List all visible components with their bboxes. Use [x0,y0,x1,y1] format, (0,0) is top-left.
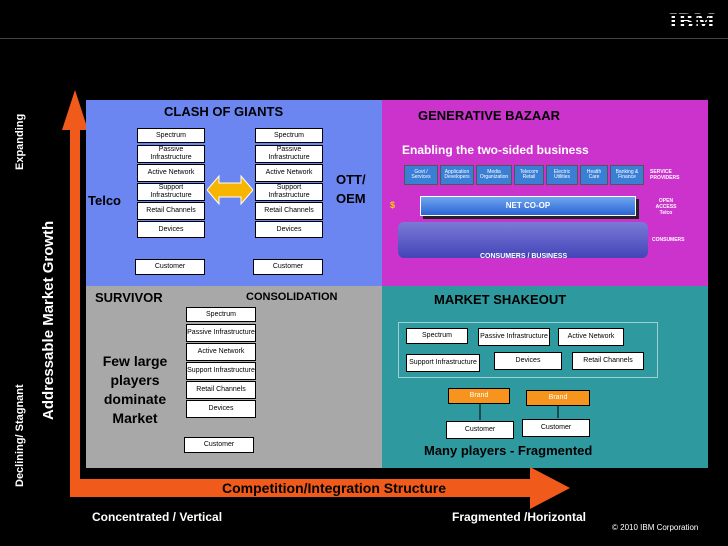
y-axis-title: Addressable Market Growth [40,220,57,420]
open-access-label: OPEN ACCESS Telco [655,198,677,216]
service-providers-label: SERVICE PROVIDERS [650,169,680,181]
x-axis-title: Competition/Integration Structure [222,480,446,496]
clash-right-customer: Customer [253,259,323,275]
shakeout-footer: Many players - Fragmented [424,443,593,458]
header-line [0,38,728,39]
provider-banking: Banking & Finance [610,165,644,185]
brand-customer-arrows [479,404,559,420]
y-axis-bottom-label: Declining/ Stagnant [14,384,26,487]
y-axis-top-label: Expanding [14,113,26,170]
vertical-arrow [62,90,88,490]
clash-right-passive: Passive Infrastructure [255,145,323,163]
survivor-passive: Passive Infrastructure [186,324,256,342]
survivor-customer: Customer [184,437,254,453]
consumers-right-label: CONSUMERS [652,237,685,243]
clash-double-arrow-icon [207,174,253,206]
dollar-sign: $ [390,200,396,210]
netcoop-label: NET CO-OP [505,201,551,210]
provider-telecom-retail: Telecom Retail [514,165,544,185]
provider-govt: Govt / Services [404,165,438,185]
shakeout-title: MARKET SHAKEOUT [434,292,567,307]
survivor-spectrum: Spectrum [186,307,256,322]
horizontal-arrow [70,467,570,509]
survivor-title: SURVIVOR [95,290,163,305]
shakeout-spectrum: Spectrum [406,328,468,344]
netcoop-bar [420,196,636,216]
survivor-support: Support Infrastructure [186,362,256,380]
consolidation-label: CONSOLIDATION [246,291,338,303]
clash-left-support: Support Infrastructure [137,183,205,201]
clash-left-retail: Retail Channels [137,202,205,220]
x-axis-right-label: Fragmented /Horizontal [452,510,587,524]
ibm-logo: IBM [669,8,716,33]
shakeout-support: Support Infrastructure [406,354,480,372]
shakeout-container [398,322,658,378]
telco-label: Telco [88,193,121,208]
survivor-text: Few large players dominate Market [102,353,168,426]
provider-electric: Electric Utilities [546,165,578,185]
bazaar-subtitle: Enabling the two-sided business [402,143,589,157]
clash-right-retail: Retail Channels [255,202,323,220]
copyright: © 2010 IBM Corporation [612,523,699,532]
clash-right-spectrum: Spectrum [255,128,323,143]
survivor-retail: Retail Channels [186,381,256,399]
consumers-business-label: CONSUMERS / BUSINESS [480,253,568,260]
shakeout-devices: Devices [494,352,562,370]
clash-left-active: Active Network [137,164,205,182]
x-axis-left-label: Concentrated / Vertical [92,510,223,524]
provider-app-dev: Application Developers [440,165,474,185]
ott-oem-label: OTT/ OEM [336,172,366,206]
provider-health: Health Care [580,165,608,185]
survivor-active: Active Network [186,343,256,361]
shakeout-brand-2: Brand [526,390,590,406]
clash-title: CLASH OF GIANTS [164,104,284,119]
shakeout-passive: Passive Infrastructure [478,328,550,346]
provider-media: Media Organization [476,165,512,185]
shakeout-brand-1: Brand [448,388,510,404]
shakeout-active: Active Network [558,328,624,346]
clash-right-active: Active Network [255,164,323,182]
clash-left-passive: Passive Infrastructure [137,145,205,163]
consumers-tube [398,222,648,258]
shakeout-customer-1: Customer [446,421,514,439]
clash-right-support: Support Infrastructure [255,183,323,201]
survivor-devices: Devices [186,400,256,418]
bazaar-title: GENERATIVE BAZAAR [418,108,561,123]
clash-right-devices: Devices [255,221,323,238]
shakeout-retail: Retail Channels [572,352,644,370]
clash-left-customer: Customer [135,259,205,275]
shakeout-customer-2: Customer [522,419,590,437]
clash-left-spectrum: Spectrum [137,128,205,143]
clash-left-devices: Devices [137,221,205,238]
